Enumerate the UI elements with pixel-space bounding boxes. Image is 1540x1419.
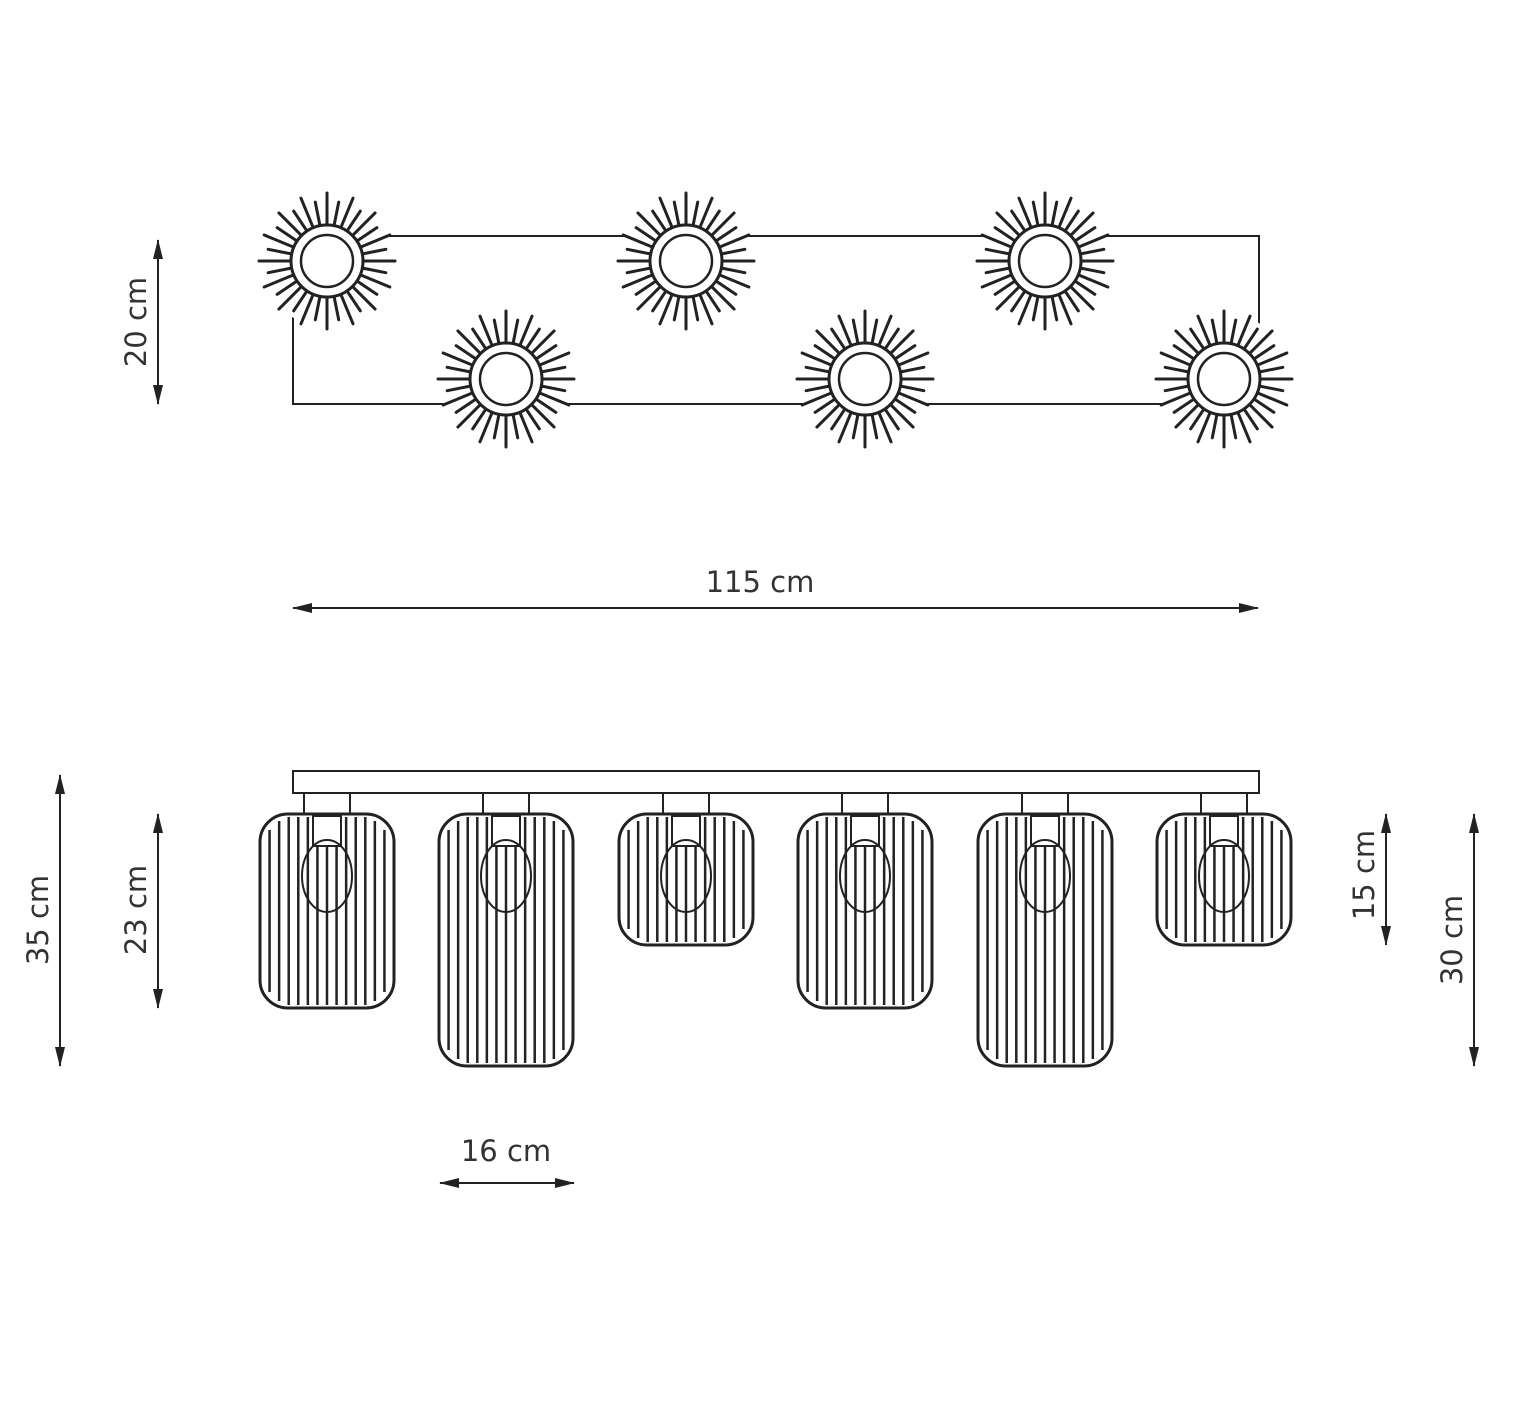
bulb-base: [1209, 815, 1239, 847]
ceiling-bar: [292, 770, 1260, 794]
bulb-icon: [1019, 815, 1071, 913]
cage-shade-tall: [437, 792, 575, 1068]
bulb-glass: [1019, 839, 1071, 913]
bulb-base: [1030, 815, 1060, 847]
cage-shade-short: [1155, 792, 1293, 947]
lamp-holder: [841, 792, 889, 815]
label-side-height: 30 cm: [1435, 895, 1469, 985]
label-total-height: 35 cm: [21, 875, 55, 965]
socket-sunburst-icon: [616, 191, 756, 331]
bulb-icon: [660, 815, 712, 913]
bulb-base: [671, 815, 701, 847]
lamp-holder: [1021, 792, 1069, 815]
socket-hole: [1017, 233, 1073, 289]
socket-sunburst-icon: [1154, 309, 1294, 449]
label-top-depth: 20 cm: [119, 277, 153, 367]
bulb-glass: [660, 839, 712, 913]
socket-hole: [658, 233, 714, 289]
socket-sunburst-icon: [257, 191, 397, 331]
socket-sunburst-icon: [795, 309, 935, 449]
label-shade-width: 16 cm: [461, 1134, 551, 1168]
bulb-base: [850, 815, 880, 847]
label-tall-shade-height: 23 cm: [119, 865, 153, 955]
bulb-icon: [839, 815, 891, 913]
label-short-shade-height: 15 cm: [1347, 830, 1381, 920]
bulb-base: [491, 815, 521, 847]
cage-shade-medium: [796, 792, 934, 1010]
socket-hole: [299, 233, 355, 289]
bulb-glass: [1198, 839, 1250, 913]
label-length: 115 cm: [706, 565, 815, 599]
bulb-glass: [839, 839, 891, 913]
lamp-holder: [1200, 792, 1248, 815]
cage-shade-tall: [976, 792, 1114, 1068]
base-plate-outline: [292, 235, 1260, 405]
bulb-glass: [480, 839, 532, 913]
cage-shade-short: [617, 792, 755, 947]
cage-shade-medium: [258, 792, 396, 1010]
shade-group: [258, 792, 1293, 1068]
bulb-base: [312, 815, 342, 847]
dimension-labels: 20 cm 115 cm 35 cm 23 cm 15 cm 30 cm 16 …: [21, 277, 1469, 1168]
front-view: [258, 770, 1293, 1068]
socket-hole: [478, 351, 534, 407]
bulb-glass: [301, 839, 353, 913]
lamp-holder: [482, 792, 530, 815]
socket-hole: [837, 351, 893, 407]
socket-hole: [1196, 351, 1252, 407]
top-view: [257, 191, 1294, 449]
socket-sunburst-icon: [436, 309, 576, 449]
dimension-lines: [55, 239, 1479, 1188]
bulb-icon: [1198, 815, 1250, 913]
lamp-holder: [303, 792, 351, 815]
bulb-icon: [480, 815, 532, 913]
socket-group: [257, 191, 1294, 449]
bulb-icon: [301, 815, 353, 913]
lamp-holder: [662, 792, 710, 815]
socket-sunburst-icon: [975, 191, 1115, 331]
